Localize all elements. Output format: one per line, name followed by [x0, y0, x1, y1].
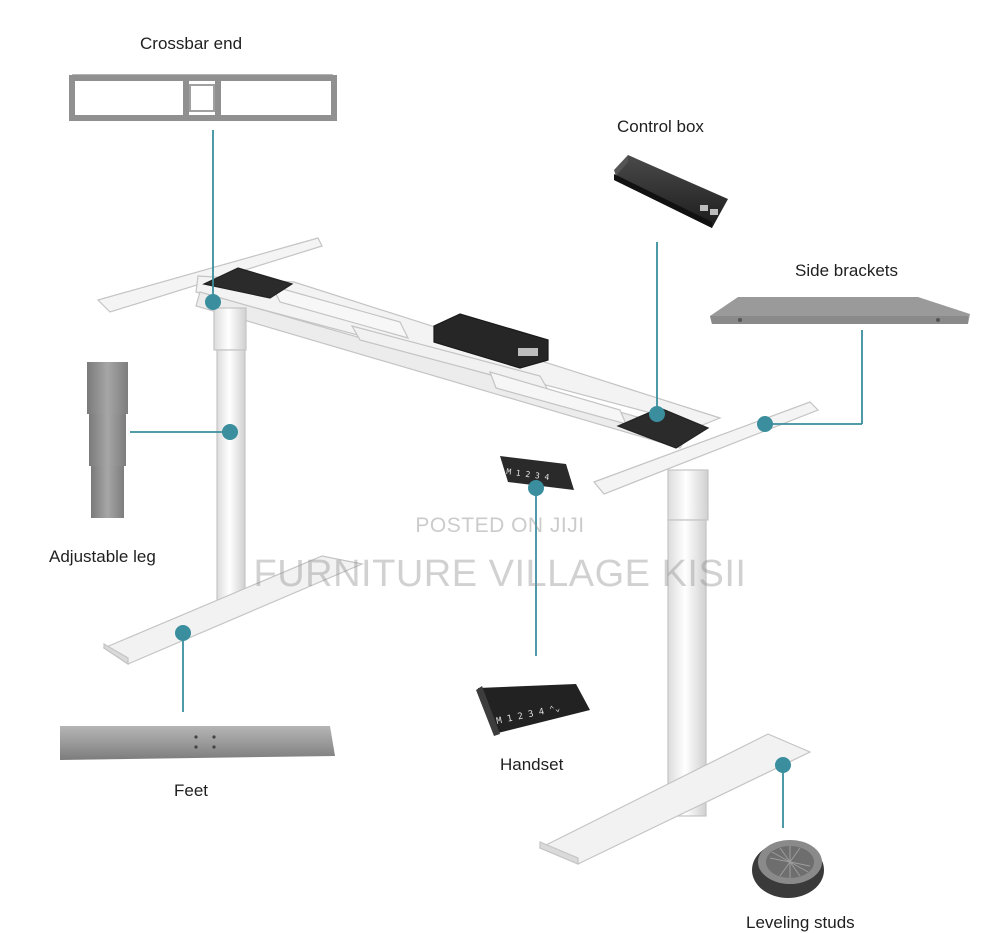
mounted-handset: M 1 2 3 4	[500, 456, 574, 490]
label-feet: Feet	[174, 781, 209, 800]
callout-dot-leg	[222, 424, 238, 440]
feet-part	[60, 726, 335, 760]
crossbar-end-part	[69, 74, 337, 121]
callout-dot-leveling-stud	[775, 757, 791, 773]
assembled-frame	[96, 237, 820, 865]
callouts	[130, 130, 863, 828]
label-side-brackets: Side brackets	[795, 261, 898, 280]
label-control-box: Control box	[617, 117, 704, 136]
watermark-line2: FURNITURE VILLAGE KISII	[253, 553, 747, 595]
adjustable-leg-part	[87, 362, 128, 518]
callout-dot-feet	[175, 625, 191, 641]
label-adjustable-leg: Adjustable leg	[49, 547, 156, 566]
handset-part: M 1 2 3 4 ⌃⌄	[476, 684, 590, 736]
callout-dot-side-bracket	[757, 416, 773, 432]
callout-dot-crossbar	[205, 294, 221, 310]
label-handset: Handset	[500, 755, 564, 774]
callout-dots	[175, 294, 791, 773]
callout-dot-control-box	[649, 406, 665, 422]
watermark-line1: POSTED ON JIJI	[415, 514, 585, 537]
label-leveling-studs: Leveling studs	[746, 913, 855, 932]
side-bracket-part	[710, 297, 970, 324]
leveling-stud-part	[752, 840, 824, 898]
callout-dot-handset	[528, 480, 544, 496]
control-box-part	[614, 155, 728, 228]
label-crossbar-end: Crossbar end	[140, 34, 243, 53]
